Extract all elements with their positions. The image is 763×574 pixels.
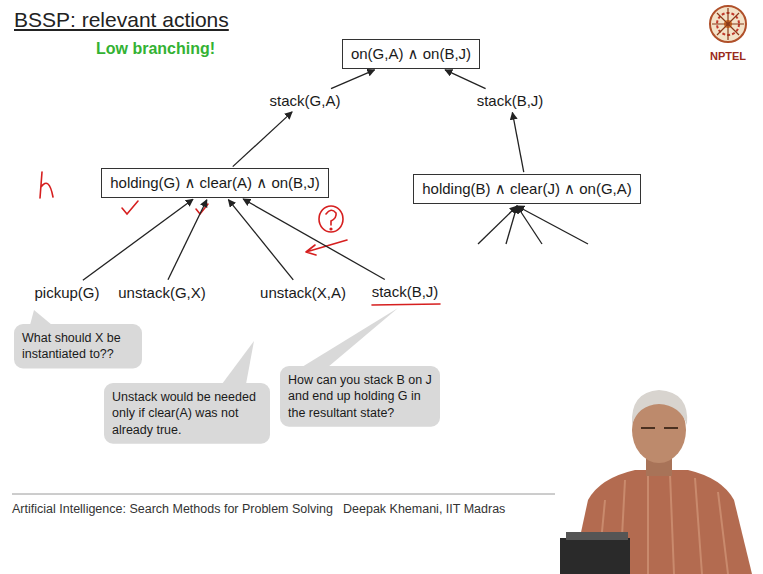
dangling-arrow xyxy=(517,206,542,244)
callout-text: How can you stack B on J and end up hold… xyxy=(288,372,432,421)
connector-arrow xyxy=(83,199,193,280)
goal-text: on(G,A) ∧ on(B,J) xyxy=(351,45,471,63)
callout-body xyxy=(280,366,440,427)
logo-text: NPTEL xyxy=(710,50,746,62)
action-text: stack(B,J) xyxy=(372,283,439,300)
callout-shape xyxy=(14,324,142,369)
annotation-scribble xyxy=(40,172,53,198)
presenter-hair xyxy=(632,390,687,425)
logo-ring xyxy=(710,6,746,42)
action-label: unstack(G,X) xyxy=(115,282,209,303)
slide-title: BSSP: relevant actions xyxy=(14,8,229,32)
presenter-glasses xyxy=(641,427,678,429)
action-label: stack(B,J) xyxy=(369,281,442,302)
callout-bubble: What should X be instantiated to?? xyxy=(14,324,142,369)
connector-arrow xyxy=(243,199,385,280)
goal-text: holding(G) ∧ clear(A) ∧ on(B,J) xyxy=(110,174,320,192)
footer-text: Deepak Khemani, IIT Madras xyxy=(343,502,505,516)
dangling-arrow xyxy=(506,206,517,244)
nptel-logo xyxy=(710,6,746,42)
connector-arrow xyxy=(228,200,293,280)
action-label: stack(G,A) xyxy=(267,90,344,111)
callout-tail xyxy=(30,310,52,325)
annotation-tick xyxy=(122,201,138,214)
callout-bubble: How can you stack B on J and end up hold… xyxy=(280,366,440,427)
action-label: stack(B,J) xyxy=(474,90,547,111)
goal-box: on(G,A) ∧ on(B,J) xyxy=(342,39,480,69)
callout-body xyxy=(104,383,270,444)
action-text: unstack(G,X) xyxy=(118,284,206,301)
callout-text: What should X be instantiated to?? xyxy=(22,330,134,363)
callout-tail xyxy=(222,341,254,384)
logo-spokes xyxy=(712,8,744,40)
annotation-underline xyxy=(372,304,440,305)
laptop xyxy=(560,538,630,574)
connector-arrow xyxy=(331,70,375,89)
action-text: unstack(X,A) xyxy=(260,284,346,301)
callout-tail xyxy=(302,308,398,367)
footer-text: Artificial Intelligence: Search Methods … xyxy=(12,502,333,516)
annotation-question-mark xyxy=(326,210,336,225)
callout-text: Unstack would be needed only if clear(A)… xyxy=(112,389,262,438)
callout-body xyxy=(14,324,142,369)
action-label: pickup(G) xyxy=(31,282,102,303)
goal-box: holding(G) ∧ clear(A) ∧ on(B,J) xyxy=(101,168,329,198)
footer-rule xyxy=(12,494,555,495)
action-label: unstack(X,A) xyxy=(257,282,349,303)
goal-text: holding(B) ∧ clear(J) ∧ on(G,A) xyxy=(422,180,632,198)
connector-arrow xyxy=(445,70,485,89)
annotation-arrow xyxy=(306,240,347,255)
laptop-edge xyxy=(566,532,628,540)
action-text: stack(G,A) xyxy=(270,92,341,109)
annotation-circle xyxy=(319,206,343,232)
goal-box: holding(B) ∧ clear(J) ∧ on(G,A) xyxy=(413,174,641,204)
action-text: stack(B,J) xyxy=(477,92,544,109)
dangling-arrow xyxy=(517,206,588,244)
emphasis-note: Low branching! xyxy=(96,40,215,58)
connector-arrow xyxy=(512,112,523,172)
dangling-arrow xyxy=(478,206,517,244)
connector-arrow xyxy=(233,112,292,167)
presenter-figure xyxy=(560,390,752,574)
connector-arrow xyxy=(168,200,207,280)
callout-bubble: Unstack would be needed only if clear(A)… xyxy=(104,383,270,444)
annotation-dot xyxy=(330,228,332,230)
action-text: pickup(G) xyxy=(34,284,99,301)
